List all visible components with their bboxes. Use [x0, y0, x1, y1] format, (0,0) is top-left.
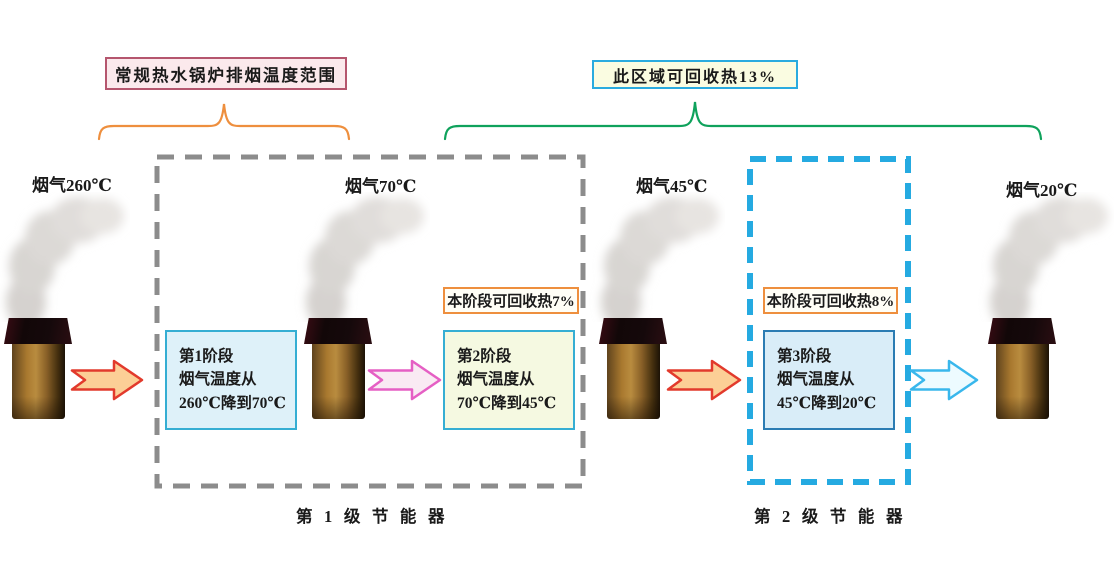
flow-arrow-4-icon — [909, 359, 979, 401]
stage2-recovery-label: 本阶段可回收热7% — [443, 287, 579, 314]
smoke-icon — [585, 192, 725, 322]
stage2-line2: 烟气温度从 — [457, 371, 535, 389]
flow-arrow-3-icon — [666, 359, 742, 401]
stage1-line1: 第1阶段 — [179, 348, 234, 366]
chimney-cap — [599, 318, 667, 344]
green-brace — [443, 101, 1043, 141]
economizer2-dashed-region — [747, 156, 911, 485]
stage3-line1: 第3阶段 — [777, 348, 832, 366]
economizer1-caption: 第1级节能器 — [295, 507, 457, 526]
boiler-range-callout: 常规热水锅炉排烟温度范围 — [105, 57, 347, 90]
economizer2-caption: 第2级节能器 — [753, 507, 915, 526]
flow-arrow-2-icon — [367, 359, 442, 401]
chimney-4 — [988, 318, 1056, 420]
chimney-1 — [4, 318, 72, 420]
stage3-line3: 45℃降到20℃ — [777, 394, 877, 412]
chimney-2 — [304, 318, 372, 420]
recoverable-region-callout: 此区域可回收热13% — [592, 60, 798, 89]
chimney-cap — [988, 318, 1056, 344]
smoke-icon — [974, 192, 1114, 322]
smoke-icon — [290, 192, 430, 322]
stage3-line2: 烟气温度从 — [777, 371, 855, 389]
chimney-body — [12, 344, 65, 419]
chimney-cap — [304, 318, 372, 344]
chimney-body — [607, 344, 660, 419]
flue-label-20: 烟气20℃ — [1006, 181, 1078, 200]
flow-arrow-1-icon — [70, 359, 144, 401]
economizer1-dashed-region — [154, 154, 586, 489]
stage2-line3: 70℃降到45℃ — [457, 394, 557, 412]
stage1-line2: 烟气温度从 — [179, 371, 257, 389]
stage2-line1: 第2阶段 — [457, 348, 512, 366]
stage1-box: 第1阶段 烟气温度从 260℃降到70℃ — [165, 330, 297, 430]
chimney-body — [996, 344, 1049, 419]
stage3-box: 第3阶段 烟气温度从 45℃降到20℃ — [763, 330, 895, 430]
stage3-recovery-label: 本阶段可回收热8% — [763, 287, 898, 314]
flue-label-70: 烟气70℃ — [345, 177, 417, 196]
chimney-3 — [599, 318, 667, 420]
chimney-cap — [4, 318, 72, 344]
chimney-body — [312, 344, 365, 419]
flue-label-260: 烟气260℃ — [32, 176, 112, 195]
stage1-line3: 260℃降到70℃ — [179, 394, 286, 412]
orange-brace — [97, 103, 351, 141]
smoke-icon — [0, 192, 130, 322]
stage2-box: 第2阶段 烟气温度从 70℃降到45℃ — [443, 330, 575, 430]
flue-label-45: 烟气45℃ — [636, 177, 708, 196]
